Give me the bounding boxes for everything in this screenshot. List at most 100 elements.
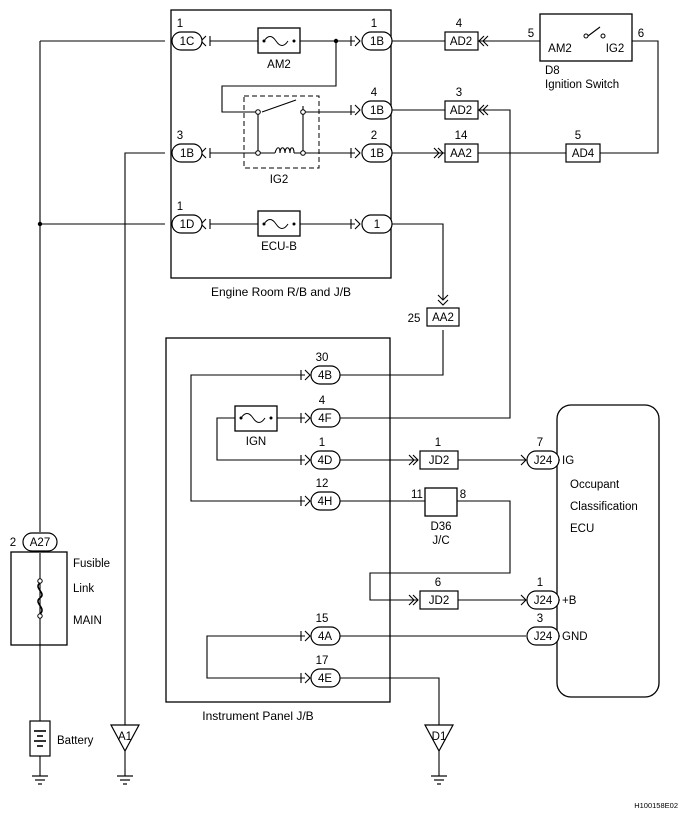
connector-j24-gnd: J24 3 <box>526 613 560 646</box>
switch-name: Ignition Switch <box>545 79 619 91</box>
connector-1b-relay: 1B 4 <box>361 87 393 120</box>
jc-pin-8: 8 <box>460 489 466 501</box>
splice-dot <box>37 221 43 227</box>
connector-ad2-relay-pin: 3 <box>456 87 462 99</box>
fuse-ign-label: IGN <box>246 436 266 448</box>
switch-pin-5: 5 <box>528 28 534 40</box>
connector-4f-pin: 4 <box>319 395 326 407</box>
connector-jd2-bot-pin: 6 <box>435 577 441 589</box>
wire-4e-to-d1 <box>340 677 440 776</box>
switch-pin-6: 6 <box>638 28 644 40</box>
connector-1d-code: 1D <box>180 219 195 231</box>
splice-dot <box>333 38 339 44</box>
connector-4a-pin: 15 <box>316 613 329 625</box>
connector-1c-pin: 1 <box>177 18 183 30</box>
battery-label: Battery <box>57 735 94 747</box>
instrument-panel-label: Instrument Panel J/B <box>202 709 313 723</box>
fuse-ecub-label: ECU-B <box>261 241 297 253</box>
connector-4h: 4H 12 <box>310 478 341 511</box>
connector-j24-gnd-pin: 3 <box>537 613 543 625</box>
connector-4e-code: 4E <box>318 673 332 685</box>
ground-icon <box>32 775 48 785</box>
connector-4b-pin: 30 <box>316 352 329 364</box>
ecu-terminal-b: +B <box>562 595 577 607</box>
connector-a27: A27 2 <box>10 532 58 552</box>
connector-1b-coil-code: 1B <box>370 148 384 160</box>
jc-pin-11: 11 <box>411 489 423 501</box>
ecu-terminal-gnd: GND <box>562 631 588 643</box>
connector-4h-code: 4H <box>318 496 333 508</box>
wire-relay-sides <box>257 112 304 153</box>
connector-1d-pin: 1 <box>177 201 183 213</box>
fuse-am2-label: AM2 <box>267 59 291 71</box>
connector-4a: 4A 15 <box>310 613 341 646</box>
battery-icon <box>29 720 51 757</box>
connector-1b-coil-pin: 2 <box>371 130 377 142</box>
connector-ad2-relay-code: AD2 <box>450 105 472 117</box>
connector-j24-ig-pin: 7 <box>537 437 543 449</box>
ground-point-a1-icon <box>109 724 141 753</box>
connector-jd2-top-pin: 1 <box>435 437 441 449</box>
ecu-name-line1: Occupant <box>570 479 620 491</box>
connector-1b-relay-pin: 4 <box>371 87 378 99</box>
switch-term-am2: AM2 <box>548 43 572 55</box>
fuse-am2 <box>257 27 301 54</box>
connector-aa2-low: AA2 25 <box>408 307 460 327</box>
fusible-link-line1: Fusible <box>73 558 110 570</box>
jc-code: D36 <box>430 521 451 533</box>
connector-jd2-bot: JD2 6 <box>419 577 459 610</box>
connector-1-ecub-code: 1 <box>374 219 380 231</box>
fusible-link-terminal <box>37 578 43 584</box>
fusible-link-box <box>10 551 68 646</box>
connector-1c-code: 1C <box>180 36 195 48</box>
switch-contact <box>600 33 606 39</box>
relay-ig2-label: IG2 <box>270 174 289 186</box>
ignition-switch-box <box>539 13 633 62</box>
connector-4f-code: 4F <box>318 413 331 425</box>
switch-blade <box>587 26 601 37</box>
fusible-link-line3: MAIN <box>73 615 102 627</box>
connector-ad2-top-code: AD2 <box>450 36 472 48</box>
connector-ad4-code: AD4 <box>572 148 595 160</box>
junction-connector-box <box>424 487 458 517</box>
connector-jd2-top: JD2 1 <box>419 437 459 470</box>
connector-j24-b-code: J24 <box>534 595 553 607</box>
ecu-name-line3: ECU <box>570 523 594 535</box>
switch-term-ig2: IG2 <box>606 43 625 55</box>
connector-1b-left: 1B 3 <box>171 130 203 163</box>
ecu-name-line2: Classification <box>570 501 638 513</box>
connector-aa2-mid-pin: 14 <box>455 130 468 142</box>
connector-4e-pin: 17 <box>316 655 329 667</box>
ground-a1-label: A1 <box>118 731 132 743</box>
connector-j24-gnd-code: J24 <box>534 631 553 643</box>
ground-icon <box>431 775 447 785</box>
ecu-terminal-ig: IG <box>562 455 574 467</box>
wire-ecub-to-aa2 <box>392 223 444 300</box>
fusible-link-line2: Link <box>73 583 94 595</box>
connector-a27-pin: 2 <box>10 537 16 549</box>
connector-ad4-pin: 5 <box>575 130 581 142</box>
connector-1b-relay-code: 1B <box>370 105 384 117</box>
connector-j24-ig-code: J24 <box>534 455 553 467</box>
connector-jd2-top-code: JD2 <box>429 455 449 467</box>
connector-1b-coil: 1B 2 <box>361 130 393 163</box>
fusible-link-terminal <box>37 613 43 619</box>
connector-ad2-top-pin: 4 <box>456 18 463 30</box>
connector-4a-code: 4A <box>318 631 332 643</box>
connector-4d-pin: 1 <box>319 437 325 449</box>
wire-switch-to-ad4 <box>600 40 659 154</box>
relay-ig2 <box>243 95 320 169</box>
connector-4e: 4E 17 <box>310 655 341 688</box>
connector-1b-am2: 1B 1 <box>361 18 393 51</box>
fuse-ign <box>234 405 278 432</box>
connector-j24-b-pin: 1 <box>537 577 543 589</box>
connector-a27-code: A27 <box>30 537 50 549</box>
connector-1b-left-pin: 3 <box>177 130 183 142</box>
connector-aa2-low-code: AA2 <box>432 312 454 324</box>
wire-1b-to-a1 <box>124 152 165 725</box>
wires <box>39 40 659 776</box>
connector-1c: 1C 1 <box>171 18 203 51</box>
connector-4b-code: 4B <box>318 370 332 382</box>
wire-4a-4e-loop <box>206 635 305 679</box>
